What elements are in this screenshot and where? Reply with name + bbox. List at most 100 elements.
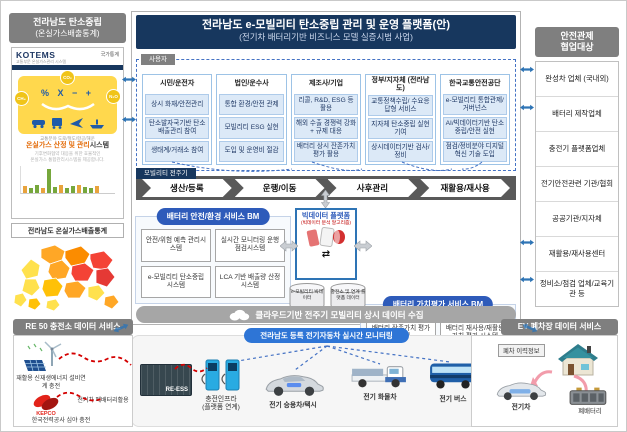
up-down-arrow-icon: [321, 190, 330, 208]
collab-item: 재활용/재사용센터: [536, 236, 618, 271]
monitoring-zone: RE-ESS 충전인프라 (플랫폼 연계) 전기 승용차/택시: [131, 335, 521, 427]
cloud-to-ev-arrow-icon: [522, 323, 538, 333]
waste-battery-icon: [569, 387, 607, 405]
user-benefit: 교통정책수립/ 수요응답형 서비스: [368, 95, 433, 117]
kotems-caption-small: 교통분야 도로/철도/항공/해운: [40, 136, 95, 142]
user-benefit: 지자체 탄소중립 실현 기여: [368, 118, 433, 140]
kotems-logo-subtext: 교통부문 온실가스관리 시스템: [16, 58, 67, 64]
bm-safety-box: e-모빌리티 탄소중립 시스템: [141, 265, 211, 298]
bm-safety-title: 배터리 안전/환경 서비스 BM: [156, 208, 270, 225]
mini-chart-bar: [83, 187, 87, 194]
mini-chart-bar: [65, 188, 69, 194]
ev-chargers-icon: [201, 359, 240, 391]
user-group-manufacturer: 제조사/기업 리콜, R&D, ESG 등 활용 해외 수출 경쟁력 강화 + …: [290, 74, 362, 165]
kotems-logo: KOTEMS: [16, 50, 56, 60]
cloud-icon: [230, 309, 250, 320]
user-group-title: 시민/운전자: [160, 80, 195, 88]
user-group-kotsa: 한국교통안전공단 e-모빌리티 통합관제/거버넌스 AI/빅데이터기반 탄소중립…: [439, 74, 511, 165]
user-group-title: 법인/운수사: [234, 80, 269, 88]
user-benefit: 상시데이터기반 검사/정비: [368, 141, 433, 162]
calc-symbols: % X − +: [40, 88, 95, 99]
left-connector-arrow-icon: [122, 116, 136, 123]
bigdata-platform-subtitle: (빅데이터 분석 알고리즘): [301, 220, 351, 226]
mini-bar-chart: [20, 166, 115, 195]
left-bidirectional-arrow-icon: [280, 240, 298, 252]
lifecycle-step-recycle: 재활용/재사용: [420, 179, 510, 197]
user-benefit: 해외 수출 경쟁력 강화 + 규제 대응: [293, 117, 359, 139]
vehicle-car-label: 전기 승용차/택시: [269, 402, 317, 409]
cloud-band: 클라우드기반 전주기 모빌리티 상시 데이터 수집: [136, 306, 516, 323]
bigdata-platform-box: 빅데이터 플랫폼 (빅데이터 분석 알고리즘) ⇄: [295, 208, 357, 280]
red-energy-flow-arrows: [56, 352, 208, 402]
mini-chart-bar: [47, 169, 51, 194]
re-ess-label: RE-ESS: [165, 387, 188, 393]
right-connector-arrow-icon: [520, 239, 534, 246]
electric-car-icon: [265, 375, 324, 396]
mini-chart-bar: [35, 185, 39, 194]
right-bidirectional-arrow-icon: [354, 240, 372, 252]
lifecycle-step-production: 생산/등록: [142, 179, 232, 197]
user-benefit: e-모빌리티 통합관제/거버넌스: [442, 94, 508, 116]
kotems-gas-panel: CO₂ CH₄ N₂O % X − +: [14, 70, 121, 135]
jeonnam-choropleth-map: [13, 244, 120, 312]
kepco-label: 한국전력공사 심야 충전: [31, 418, 91, 424]
bigdata-platform-title: 빅데이터 플랫폼: [301, 211, 351, 220]
ev-panel-body: 폐차 이력정보 전기차: [471, 335, 618, 427]
user-benefit: 배터리 상시 잔존가치 평가 활용: [293, 140, 359, 162]
left-panel-header-line1: 전라남도 탄소중립: [33, 17, 102, 28]
electric-bus-icon: [430, 363, 476, 389]
ev-car-label: 전기차: [511, 404, 531, 411]
lifecycle-tag: 모빌리티 전주기: [136, 168, 196, 180]
mini-chart-bar: [29, 188, 33, 194]
collab-item: 공공기관/지자체: [536, 201, 618, 236]
db-charging-label: 충전소 및 연계 플랫폼 데이터: [330, 290, 366, 301]
user-group-government: 정부/지자체 (전라남도) 교통정책수립/ 수요응답형 서비스 지자체 탄소중립…: [365, 74, 436, 165]
lifecycle-step-aftercare: 사후관리: [328, 179, 418, 197]
users-tag: 사용자: [141, 54, 175, 66]
renewable-energy-icon: [24, 341, 62, 372]
ev-panel-header: EV 폐차장 데이터 서비스: [501, 319, 618, 335]
realtime-monitoring-pill: 전라남도 등록 전기자동차 실시간 모니터링: [244, 328, 409, 343]
renewable-label: 재활용 신재생에너지 설비연계 충전: [16, 376, 86, 390]
mini-chart-bar: [77, 185, 81, 194]
collab-item: 완성차 업체 (국내외): [545, 74, 609, 84]
collab-item: 배터리 제작업체: [536, 96, 618, 131]
collab-target-list: 완성차 업체 (국내외) 배터리 제작업체 충전기 플랫폼업체 전기안전관련 기…: [535, 61, 619, 307]
user-group-citizen: 시민/운전자 상시 화재/안전관리 탄소발자국기반 탄소배출관리 참여 생태계/…: [142, 74, 213, 165]
kotems-navy-bar: [12, 65, 123, 71]
user-benefit: 상시 화재/안전관리: [145, 94, 210, 116]
cloud-band-label: 클라우드기반 전주기 모빌리티 상시 데이터 수집: [255, 309, 424, 320]
user-group-title: 한국교통안전공단: [449, 80, 501, 88]
electric-truck-icon: [351, 366, 406, 388]
users-region: 사용자 시민/운전자 상시 화재/안전관리 탄소발자국기반 탄소배출관리 참여 …: [136, 54, 516, 171]
main-subtitle: (전기차 배터리기반 비즈니스 모델 실증시범 사업): [239, 32, 413, 43]
main-title: 전라남도 e-모빌리티 탄소중립 관리 및 운영 플랫폼(안): [202, 19, 450, 31]
main-platform-box: 전라남도 e-모빌리티 탄소중립 관리 및 운영 플랫폼(안) (전기차 배터리…: [131, 11, 521, 392]
re50-panel-body: 재활용 신재생에너지 설비연계 충전 KEPCO 한국전력공사 심야 충전 전기…: [13, 335, 133, 427]
bm-safety-box: 안전/위험 예측 관리시스템: [141, 229, 211, 262]
right-panel-header-line1: 안전관제: [560, 30, 594, 41]
users-to-lifecycle-arrows: [171, 161, 483, 172]
kotems-caption-sub1: 기후변화협약 대응을 위한 효율적인: [34, 150, 101, 156]
bm-safety-group: 배터리 안전/환경 서비스 BM 안전/위험 예측 관리시스템 실시간 모니터링…: [135, 208, 291, 304]
bm-safety-box: 실시간 모니터링 운행점검시스템: [215, 229, 285, 262]
vehicle-truck-label: 전기 화물차: [363, 394, 397, 401]
user-benefit: 리콜, R&D, ESG 등 활용: [293, 94, 359, 116]
re-ess-container: RE-ESS: [140, 364, 192, 396]
user-benefit: 생태계/거래소 참여: [145, 140, 210, 162]
user-benefit: 탄소발자국기반 탄소배출관리 참여: [145, 117, 210, 139]
vehicle-bus-label: 전기 버스: [439, 396, 467, 403]
user-group-title: 정부/지자체 (전라남도): [371, 77, 430, 93]
ev-car-icon: [496, 382, 547, 401]
lifecycle-step-operation: 운행/이동: [235, 179, 325, 197]
transport-icons: [32, 118, 104, 130]
scrapyard-house-icon: [558, 344, 598, 376]
mini-chart-bar: [71, 186, 75, 194]
svg-text:KEPCO: KEPCO: [36, 411, 56, 416]
bm-safety-box: LCA 기반 배출량 산정시스템: [215, 265, 285, 298]
right-connector-arrow-icon: [520, 66, 534, 73]
co2-bubble: CO₂: [60, 70, 75, 86]
right-panel-header: 안전관제 협업대상: [535, 27, 619, 57]
user-benefit: 점검/정비분야 디지털혁신 기술 도입: [442, 140, 508, 162]
user-benefit: AI/빅데이터기반 탄소중립/안전 실현: [442, 117, 508, 139]
